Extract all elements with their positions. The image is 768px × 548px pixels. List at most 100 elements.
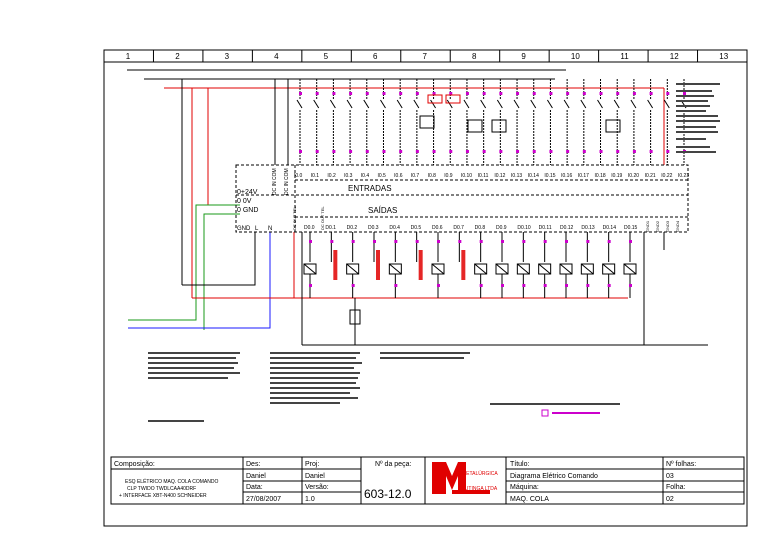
data-label: Data: <box>246 484 263 491</box>
analog-terminal-labels: GND1 GND2 GND3 GND4 <box>645 220 680 232</box>
grid-number: 4 <box>274 52 279 61</box>
input-terminal-label: I0.13 <box>511 173 522 179</box>
output-terminal-labels: D0.0 D0.1 D0.2 D0.3 D0.4 D0.5 D0.6 D0.7 D0.8 D0.9… <box>304 225 638 231</box>
output-terminal-label: D0.12 <box>560 225 574 231</box>
company-logo: METALÚRGICA LUTINGA LTDA <box>432 462 498 494</box>
input-terminal-label: I0.19 <box>611 173 622 179</box>
input-terminal-label: I0.9 <box>444 173 453 179</box>
output-terminal-label: D0.0 <box>304 225 315 231</box>
input-terminal-label: I0.5 <box>377 173 386 179</box>
plc-module-box <box>235 164 689 233</box>
analog-terminal-label: GND3 <box>665 220 670 232</box>
input-terminal-label: I0.0 <box>294 173 303 179</box>
titulo-value: Diagrama Elétrico Comando <box>510 473 598 480</box>
analog-terminal-label: GND2 <box>655 220 660 232</box>
folha-value: 02 <box>666 496 674 503</box>
input-terminal-label: I0.3 <box>344 173 353 179</box>
output-terminal-label: D0.7 <box>453 225 464 231</box>
peca-label: Nº da peça: <box>375 461 411 468</box>
folha-label: Folha: <box>666 484 686 491</box>
grid-number: 5 <box>324 52 329 61</box>
grid-number: 2 <box>175 52 180 61</box>
dc-com-label-2: DC IN COM <box>284 168 290 195</box>
input-terminal-label: I0.16 <box>561 173 572 179</box>
saidas-label: SAÍDAS <box>368 206 397 215</box>
output-terminal-label: D0.3 <box>368 225 379 231</box>
grid-number: 13 <box>719 52 728 61</box>
grid-number: 1 <box>126 52 131 61</box>
input-terminal-label: I0.6 <box>394 173 403 179</box>
des-value: Daniel <box>246 473 266 480</box>
power-label-24v: 0+24V <box>237 189 258 196</box>
grid-number: 9 <box>521 52 526 61</box>
supply-l-label: L <box>255 226 259 232</box>
analog-terminal-label: GND1 <box>645 220 650 232</box>
logo-text-2: LUTINGA LTDA <box>462 486 498 492</box>
input-terminal-label: I0.11 <box>478 173 489 179</box>
logo-text-1: METALÚRGICA <box>462 470 498 477</box>
maquina-label: Máquina: <box>510 484 539 491</box>
folhas-label: Nº folhas: <box>666 461 696 468</box>
output-terminal-label: D0.15 <box>624 225 638 231</box>
input-terminal-label: I0.10 <box>461 173 472 179</box>
input-terminal-label: I0.7 <box>411 173 420 179</box>
output-terminal-label: D0.13 <box>581 225 595 231</box>
input-terminal-label: I0.23 <box>678 173 689 179</box>
output-terminal-label: D0.2 <box>347 225 358 231</box>
input-terminal-label: I0.2 <box>327 173 336 179</box>
composicao-line-3: + INTERFACE XBT-N400 SCHNEIDER <box>119 493 207 499</box>
output-terminal-label: D0.8 <box>475 225 486 231</box>
maquina-value: MAQ. COLA <box>510 496 549 503</box>
grid-number: 10 <box>571 52 580 61</box>
input-terminal-label: I0.4 <box>361 173 370 179</box>
output-terminal-label: D0.11 <box>539 225 552 231</box>
grid-number: 3 <box>225 52 230 61</box>
des-label: Des: <box>246 461 260 468</box>
output-terminal-label: D0.5 <box>411 225 422 231</box>
input-terminal-label: I0.17 <box>578 173 589 179</box>
power-label-0v: 0 0V <box>237 198 252 205</box>
supply-gnd-label: GND <box>237 226 251 232</box>
supply-n-label: N <box>268 226 272 232</box>
entradas-label: ENTRADAS <box>348 184 392 193</box>
proj-label: Proj: <box>305 461 319 468</box>
input-terminal-label: I0.8 <box>428 173 437 179</box>
titulo-label: Título: <box>510 461 530 468</box>
analog-terminal-label: GND4 <box>675 220 680 232</box>
output-terminal-label: D0.14 <box>603 225 617 231</box>
wiring-layer <box>127 69 708 346</box>
proj-value: Daniel <box>305 473 325 480</box>
input-terminal-labels: I0.0 I0.1 I0.2 I0.3 I0.4 I0.5 I0.6 I0.7 I0.8 I0.9… <box>294 173 689 179</box>
input-terminal-label: I0.22 <box>661 173 672 179</box>
peca-value: 603-12.0 <box>364 487 412 501</box>
grid-number: 11 <box>620 52 629 61</box>
dc-com-label-1: DC IN COM <box>272 168 278 195</box>
input-terminal-label: I0.20 <box>628 173 639 179</box>
folhas-value: 03 <box>666 473 674 480</box>
grid-row <box>103 49 748 63</box>
composicao-line-2: CLP TWIDO TWDLCAA40DRF <box>127 486 196 492</box>
grid-number: 8 <box>472 52 477 61</box>
output-terminal-label: D0.6 <box>432 225 443 231</box>
output-devices <box>303 232 637 345</box>
versao-value: 1.0 <box>305 496 315 503</box>
composicao-line-1: ESQ ELÉTRICO MAQ. COLA COMANDO <box>125 478 218 485</box>
grid-number: 7 <box>423 52 428 61</box>
output-terminal-label: D0.9 <box>496 225 507 231</box>
input-terminal-label: I0.15 <box>544 173 555 179</box>
output-terminal-label: D0.4 <box>389 225 400 231</box>
output-terminal-label: D0.10 <box>517 225 531 231</box>
title-block: Composição: ESQ ELÉTRICO MAQ. COLA COMAN… <box>110 456 745 505</box>
grid-number: 12 <box>670 52 679 61</box>
input-terminal-label: I0.18 <box>595 173 606 179</box>
power-label-gnd: 0 GND <box>237 207 258 214</box>
input-contacts <box>296 79 687 165</box>
input-terminal-label: I0.21 <box>645 173 656 179</box>
grid-number: 6 <box>373 52 378 61</box>
input-terminal-label: I0.12 <box>494 173 505 179</box>
output-terminal-label: D0.1 <box>325 225 336 231</box>
input-terminal-label: I0.1 <box>311 173 320 179</box>
